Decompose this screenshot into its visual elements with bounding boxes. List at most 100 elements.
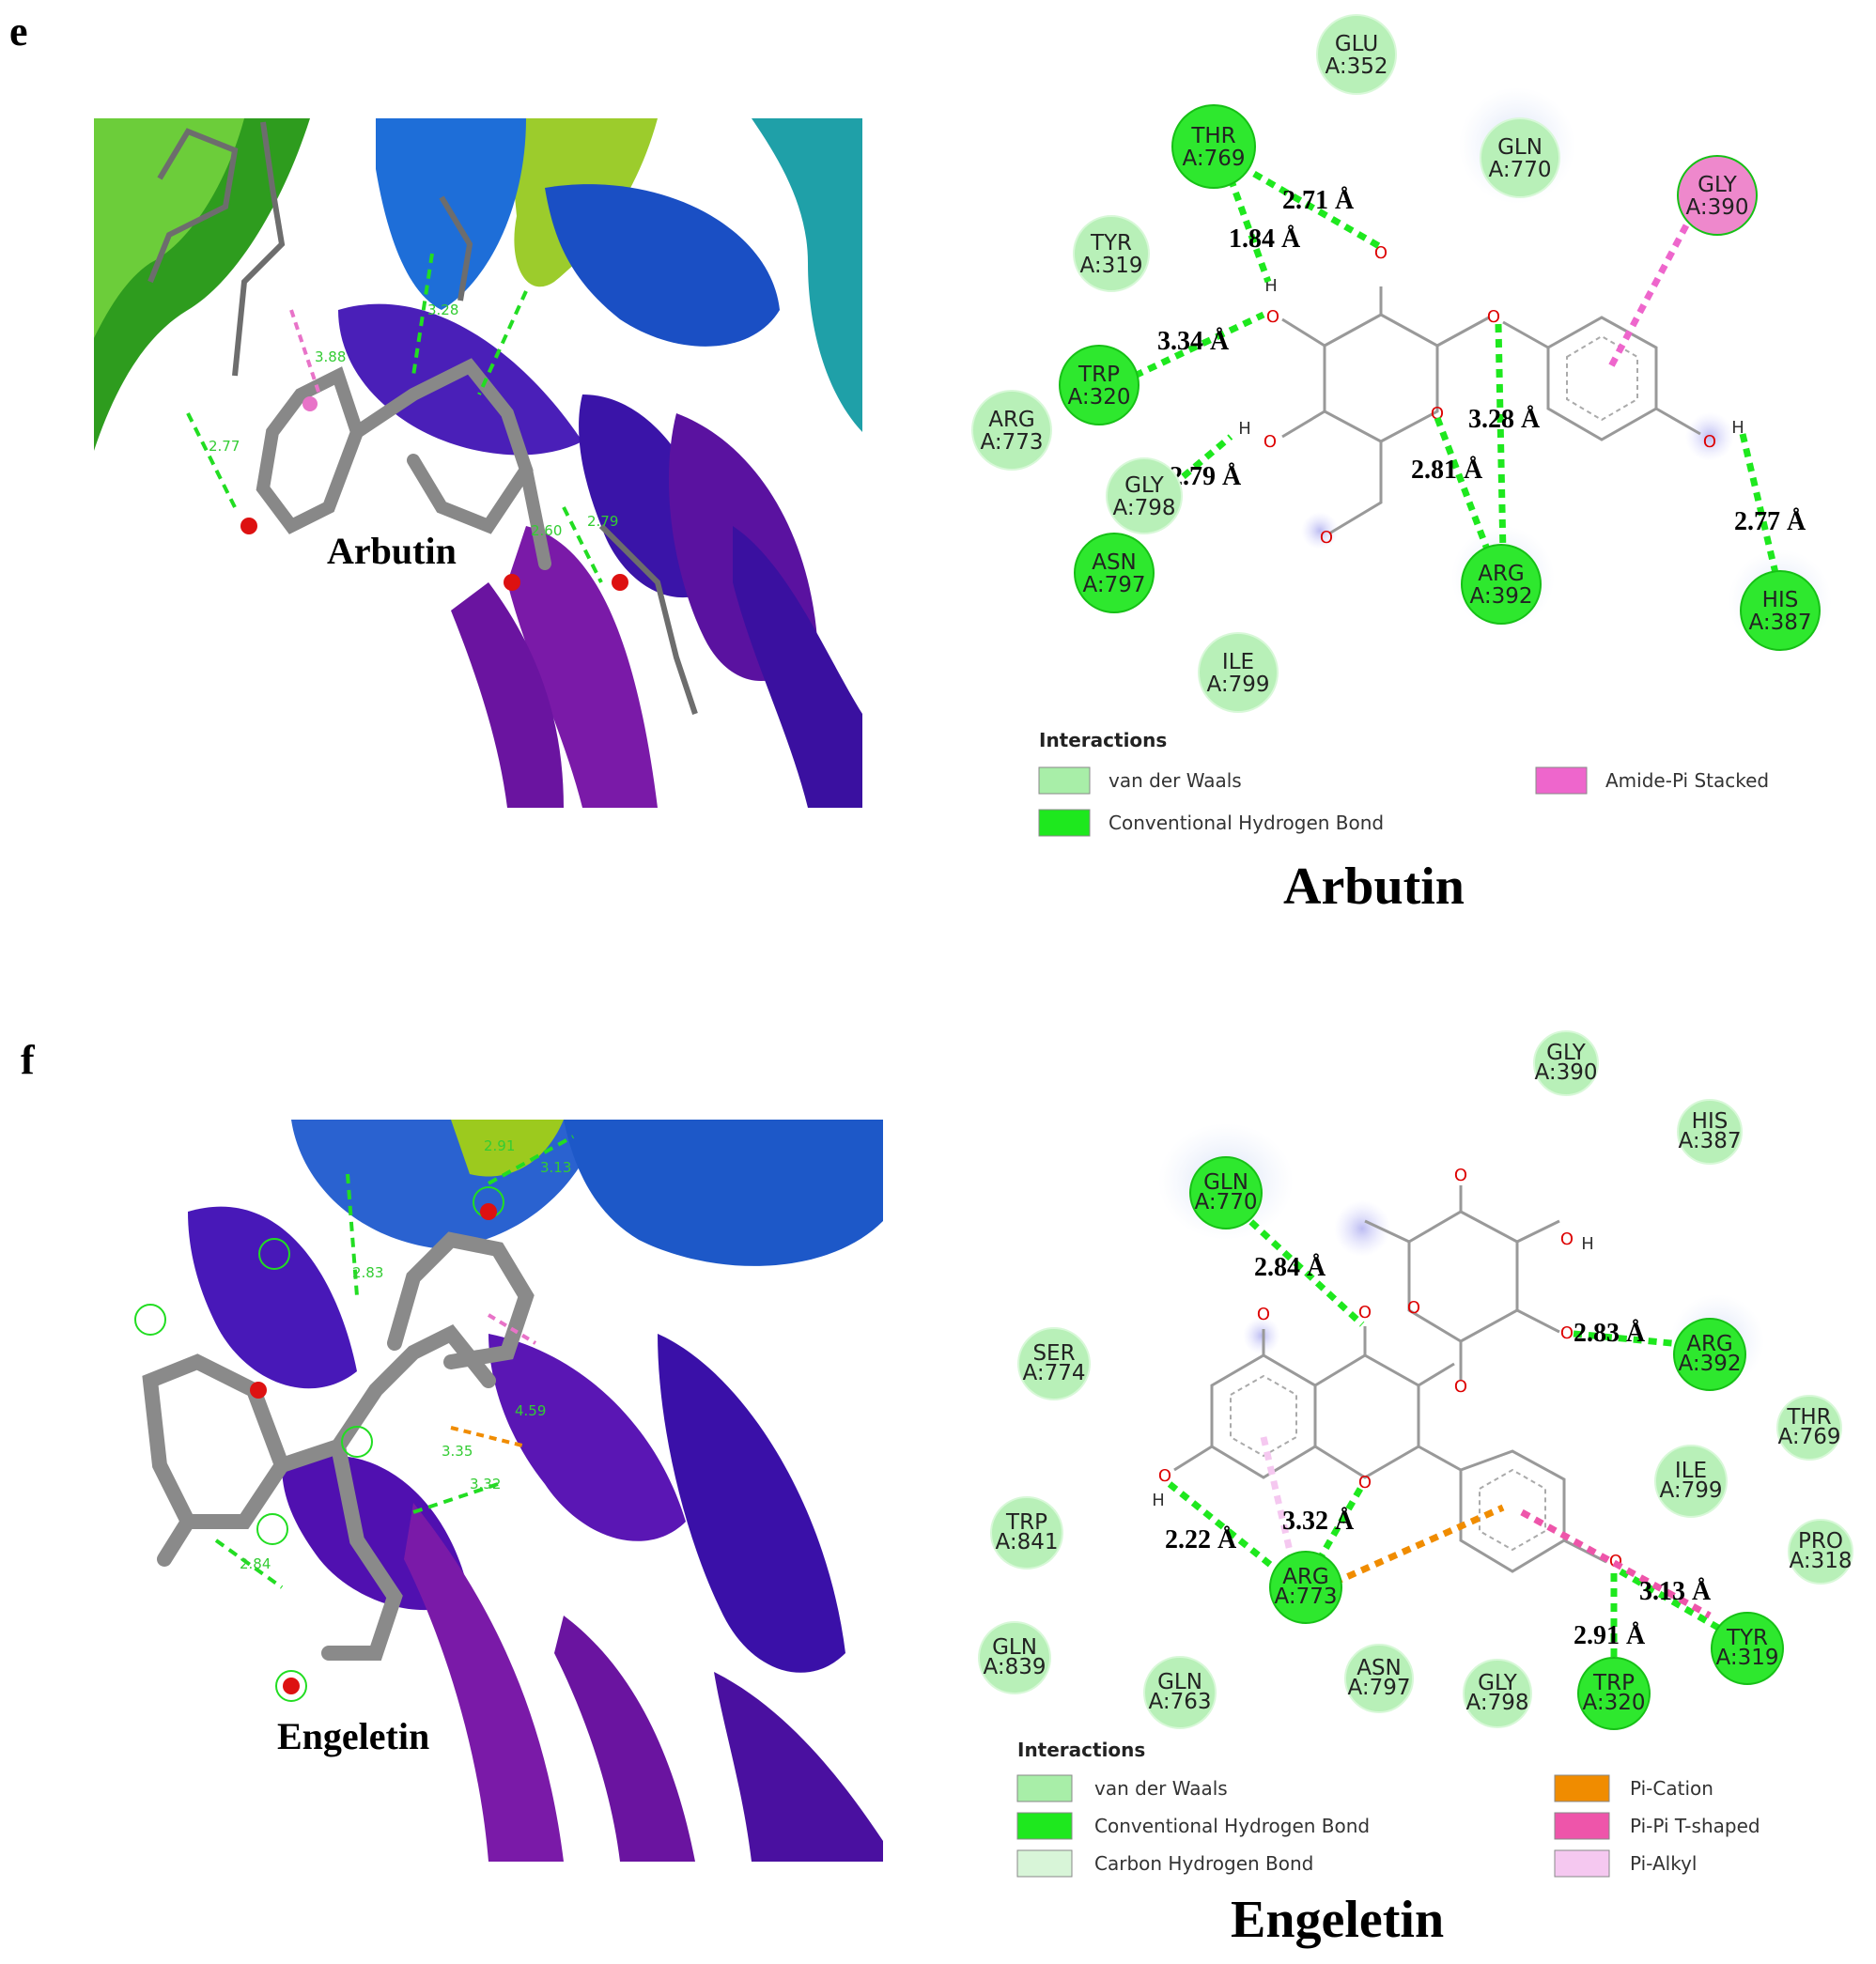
residue-id: A:798: [1466, 1691, 1529, 1715]
panel-f-distance: 2.84 Å: [1254, 1253, 1326, 1282]
panel-f-title: Engeletin: [1231, 1891, 1444, 1949]
residue-node: [990, 1496, 1063, 1570]
legend-label: Pi-Alkyl: [1630, 1852, 1697, 1875]
residue-node: [1344, 1644, 1414, 1713]
legend-swatch: [1554, 1849, 1610, 1878]
residue-name: HIS: [1692, 1109, 1729, 1134]
residue-name: HIS: [1762, 588, 1799, 612]
residue-name: GLN: [1157, 1670, 1202, 1694]
residue-node: [1171, 104, 1256, 189]
legend-label: Conventional Hydrogen Bond: [1109, 812, 1384, 834]
atom-o: O: [1560, 1323, 1574, 1343]
residue-node: [1673, 1318, 1746, 1391]
residue-id: A:763: [1149, 1690, 1212, 1714]
residue-name: GLN: [992, 1635, 1037, 1660]
legend-swatch: [1554, 1812, 1610, 1840]
residue-node: [1788, 1519, 1853, 1585]
residue-name: TYR: [1090, 231, 1132, 255]
panel-f-hbond-lines: [1167, 1209, 1740, 1667]
residue-node: [1577, 1657, 1651, 1730]
halo: [1243, 1317, 1280, 1354]
legend-swatch: [1016, 1849, 1073, 1878]
legend-heading: Interactions: [1017, 1739, 1145, 1761]
residue-name: TYR: [1726, 1626, 1768, 1650]
legend-swatch: [1038, 766, 1091, 795]
atom-o: O: [1703, 432, 1716, 452]
residue-name: ARG: [1686, 1332, 1733, 1356]
panel-e: e: [9, 8, 1832, 916]
residue-name: TRP: [1078, 363, 1120, 387]
residue-name: ILE: [1675, 1459, 1707, 1483]
residue-node: [1776, 1395, 1842, 1461]
panel-f: f: [21, 1030, 1853, 1949]
render-e-dist-2: 2.77: [209, 438, 240, 455]
residue-node: [1711, 1612, 1784, 1685]
residue-id: A:797: [1083, 573, 1146, 597]
residue-id: A:770: [1195, 1190, 1258, 1214]
residue-name: ILE: [1222, 650, 1254, 674]
residue-node: [1654, 1445, 1728, 1518]
residue-id: A:318: [1790, 1549, 1853, 1573]
panel-e-letter: e: [9, 8, 28, 54]
residue-node: [1461, 544, 1542, 625]
residue-node: [1059, 345, 1140, 425]
residue-node: [1143, 1656, 1217, 1729]
residue-name: GLY: [1546, 1041, 1587, 1065]
atom-o: O: [1358, 1473, 1372, 1492]
residue-name: ASN: [1357, 1656, 1402, 1680]
residue-name: THR: [1190, 124, 1235, 148]
residue-id: A:320: [1583, 1691, 1646, 1715]
render-f-dist-6: 2.91: [484, 1137, 515, 1154]
panel-f-letter: f: [21, 1037, 36, 1083]
residue-name: ASN: [1092, 550, 1137, 575]
atom-o: O: [1266, 307, 1279, 327]
residue-name: TRP: [1005, 1510, 1047, 1535]
render-e-dist-5: 2.79: [587, 513, 618, 530]
residue-id: A:799: [1207, 673, 1270, 697]
residue-node: [971, 390, 1052, 471]
legend-swatch: [1554, 1774, 1610, 1802]
residue-name: GLY: [1478, 1671, 1518, 1695]
residue-id: A:320: [1068, 385, 1131, 410]
atom-o: O: [1560, 1229, 1574, 1249]
residue-node: [1106, 457, 1183, 534]
residue-node: [1073, 215, 1150, 292]
residue-id: A:319: [1080, 254, 1143, 278]
panel-f-ligand-skeleton: [1173, 1185, 1607, 1573]
panel-e-title: Arbutin: [1283, 858, 1465, 916]
residue-id: A:798: [1113, 496, 1176, 520]
residue-name: ARG: [1282, 1565, 1329, 1589]
residue-name: TRP: [1592, 1671, 1635, 1695]
residue-id: A:774: [1023, 1361, 1086, 1385]
residue-node: [1677, 155, 1758, 236]
render-f-dist-4: 3.35: [442, 1443, 473, 1460]
halo: [1301, 512, 1339, 549]
legend-swatch: [1535, 766, 1588, 795]
panel-f-distance: 2.22 Å: [1165, 1525, 1237, 1554]
residue-node: [978, 1621, 1051, 1694]
residue-id: A:319: [1716, 1646, 1779, 1670]
residue-id: A:390: [1686, 195, 1749, 220]
render-f-dist-7: 3.13: [540, 1159, 571, 1176]
residue-id: A:769: [1183, 147, 1246, 171]
residue-node: [1074, 533, 1155, 613]
halo: [1685, 412, 1734, 461]
panel-f-distance: 2.83 Å: [1574, 1319, 1646, 1348]
panel-f-residues: GLYA:390HISA:387GLNA:770SERA:774ARGA:392…: [978, 1030, 1853, 1730]
residue-node: [1017, 1327, 1091, 1400]
panel-e-distance: 3.34 Å: [1157, 327, 1230, 356]
render-e-dist-1: 3.28: [427, 302, 458, 318]
residue-name: GLY: [1698, 173, 1738, 197]
legend-swatch: [1016, 1774, 1073, 1802]
atom-h: H: [1152, 1491, 1165, 1510]
panel-f-pi-alkyl-line: [1260, 1436, 1295, 1560]
legend-swatch: [1038, 809, 1091, 837]
residue-name: THR: [1786, 1405, 1831, 1430]
atom-o: O: [1158, 1466, 1171, 1486]
legend-label: van der Waals: [1109, 769, 1242, 792]
residue-id: A:392: [1679, 1352, 1742, 1376]
panel-e-legend: Interactions van der Waals Conventional …: [1038, 729, 1769, 837]
residue-id: A:773: [1275, 1585, 1338, 1609]
atom-o: O: [1454, 1166, 1467, 1185]
